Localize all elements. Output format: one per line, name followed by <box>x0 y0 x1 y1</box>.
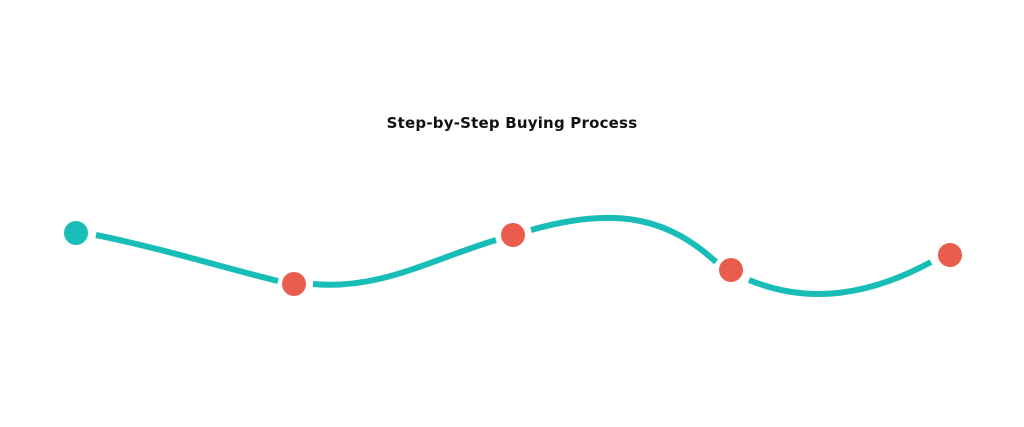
path-segment-4 <box>747 259 933 297</box>
path-segment-1 <box>95 232 279 284</box>
step-node-2 <box>501 223 525 247</box>
path-segment-2 <box>312 237 497 288</box>
path-segments <box>95 214 933 297</box>
diagram-title: Step-by-Step Buying Process <box>386 114 638 132</box>
start-node <box>64 221 88 245</box>
step-nodes <box>64 221 962 296</box>
path-segment-3 <box>530 214 719 265</box>
step-node-3 <box>719 258 743 282</box>
step-node-1 <box>282 272 306 296</box>
step-node-4 <box>938 243 962 267</box>
